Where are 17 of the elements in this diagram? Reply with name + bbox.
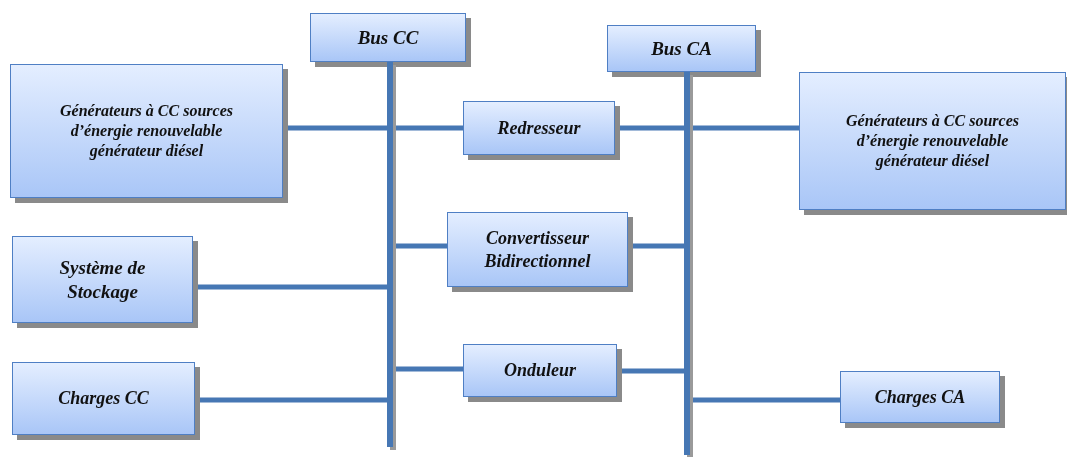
box-label: Bus CC xyxy=(356,25,420,50)
connector-line xyxy=(393,366,463,372)
box-label: Onduleur xyxy=(503,359,577,382)
bus-bar xyxy=(684,72,690,455)
box-label: Redresseur xyxy=(496,116,582,140)
connector-line xyxy=(690,125,799,131)
box-label: Bus CA xyxy=(650,36,713,61)
bus-bar xyxy=(387,62,393,447)
box-label: Charges CA xyxy=(873,385,967,409)
box-label: Convertisseur Bidirectionnel xyxy=(483,227,592,272)
connector-line xyxy=(393,125,463,131)
connector-line xyxy=(393,243,447,249)
box-label: Générateurs à CC sources d’énergie renouvelable générateur diésel xyxy=(845,111,1020,171)
box-label: Système de Stockage xyxy=(58,255,147,304)
connector-line xyxy=(690,397,840,403)
box-label: Charges CC xyxy=(57,387,150,410)
box-label: Générateurs à CC sources d’énergie renouvelable générateur diésel xyxy=(59,101,234,161)
